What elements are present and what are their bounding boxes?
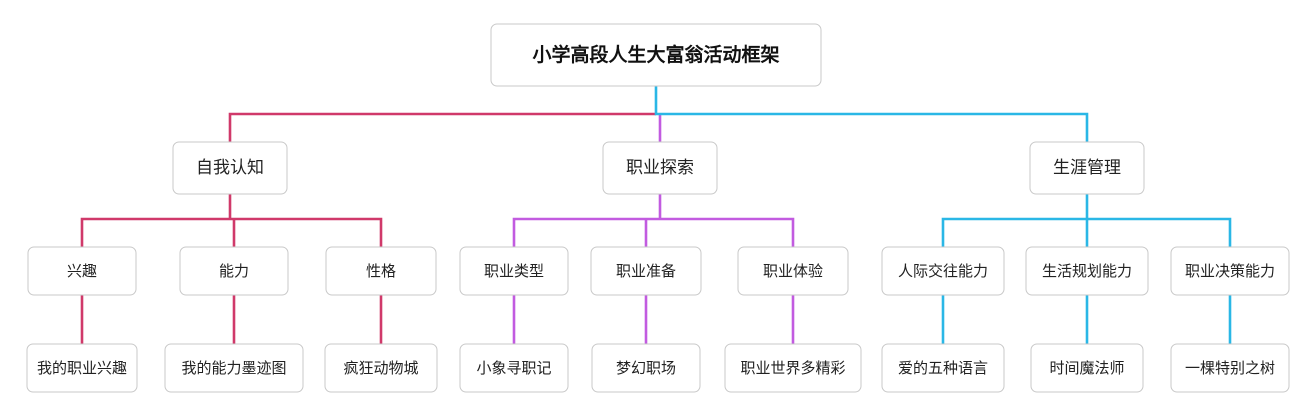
root-box [490, 23, 822, 87]
category-life-planning-skills: 生活规划能力 [1025, 246, 1149, 296]
category-label: 职业决策能力 [1185, 262, 1275, 280]
activity-box [724, 343, 862, 393]
activity-zootopia: 疯狂动物城 [324, 343, 438, 393]
activity-label: 时间魔法师 [1049, 359, 1124, 377]
root-title: 小学高段人生大富翁活动框架 [532, 43, 779, 66]
activity-my-ability-inkblot: 我的能力墨迹图 [164, 343, 304, 393]
activity-time-magician: 时间魔法师 [1030, 343, 1144, 393]
category-label: 职业准备 [616, 262, 676, 280]
category-box [590, 246, 702, 296]
activity-box [164, 343, 304, 393]
connector-root-branch [228, 112, 656, 142]
category-label: 性格 [366, 262, 396, 280]
category-box [737, 246, 849, 296]
category-career-decision-skills: 职业决策能力 [1170, 246, 1290, 296]
category-interpersonal-skills: 人际交往能力 [881, 246, 1005, 296]
activity-box [1170, 343, 1290, 393]
branch-box [1029, 141, 1145, 195]
category-box [1170, 246, 1290, 296]
activity-special-tree: 一棵特别之树 [1170, 343, 1290, 393]
connector-branch-bus [80, 217, 383, 247]
category-career-experience: 职业体验 [737, 246, 849, 296]
activity-box [1030, 343, 1144, 393]
category-box [1025, 246, 1149, 296]
activity-box [591, 343, 701, 393]
activity-label: 我的能力墨迹图 [181, 359, 286, 377]
category-career-preparation: 职业准备 [590, 246, 702, 296]
category-label: 职业体验 [763, 262, 823, 280]
connector-lines [80, 86, 1232, 344]
branch-label: 生涯管理 [1053, 158, 1121, 178]
category-box [179, 246, 289, 296]
branch-life-management: 生涯管理 [1029, 141, 1145, 195]
category-ability: 能力 [179, 246, 289, 296]
category-label: 能力 [219, 262, 249, 280]
category-personality: 性格 [325, 246, 437, 296]
category-label: 生活规划能力 [1042, 262, 1132, 280]
category-career-types: 职业类型 [459, 246, 569, 296]
activity-box [324, 343, 438, 393]
branch-label: 自我认知 [196, 158, 264, 178]
category-label: 人际交往能力 [898, 262, 988, 280]
activity-little-elephant-job-hunt: 小象寻职记 [459, 343, 569, 393]
category-label: 职业类型 [484, 262, 544, 280]
category-box [881, 246, 1005, 296]
connector-root-branch [654, 86, 1089, 142]
activity-label: 梦幻职场 [616, 359, 676, 377]
activity-wonderful-career-world: 职业世界多精彩 [724, 343, 862, 393]
activity-label: 职业世界多精彩 [740, 359, 845, 377]
activity-my-career-interest: 我的职业兴趣 [26, 343, 138, 393]
category-box [459, 246, 569, 296]
root-node: 小学高段人生大富翁活动框架 [490, 23, 822, 87]
activity-label: 我的职业兴趣 [37, 359, 127, 377]
category-interest: 兴趣 [27, 246, 137, 296]
branch-box [172, 141, 288, 195]
activity-label: 爱的五种语言 [898, 359, 988, 377]
activity-dream-workplace: 梦幻职场 [591, 343, 701, 393]
activity-box [459, 343, 569, 393]
activity-label: 一棵特别之树 [1185, 359, 1275, 377]
branch-box [602, 141, 718, 195]
activity-box [881, 343, 1005, 393]
activity-box [26, 343, 138, 393]
category-label: 兴趣 [67, 262, 97, 280]
branch-self-awareness: 自我认知 [172, 141, 288, 195]
branch-career-exploration: 职业探索 [602, 141, 718, 195]
branch-label: 职业探索 [626, 158, 694, 178]
activity-label: 小象寻职记 [476, 359, 551, 377]
category-box [325, 246, 437, 296]
activity-five-love-languages: 爱的五种语言 [881, 343, 1005, 393]
activity-label: 疯狂动物城 [343, 359, 418, 377]
connector-branch-bus [512, 217, 795, 247]
category-box [27, 246, 137, 296]
